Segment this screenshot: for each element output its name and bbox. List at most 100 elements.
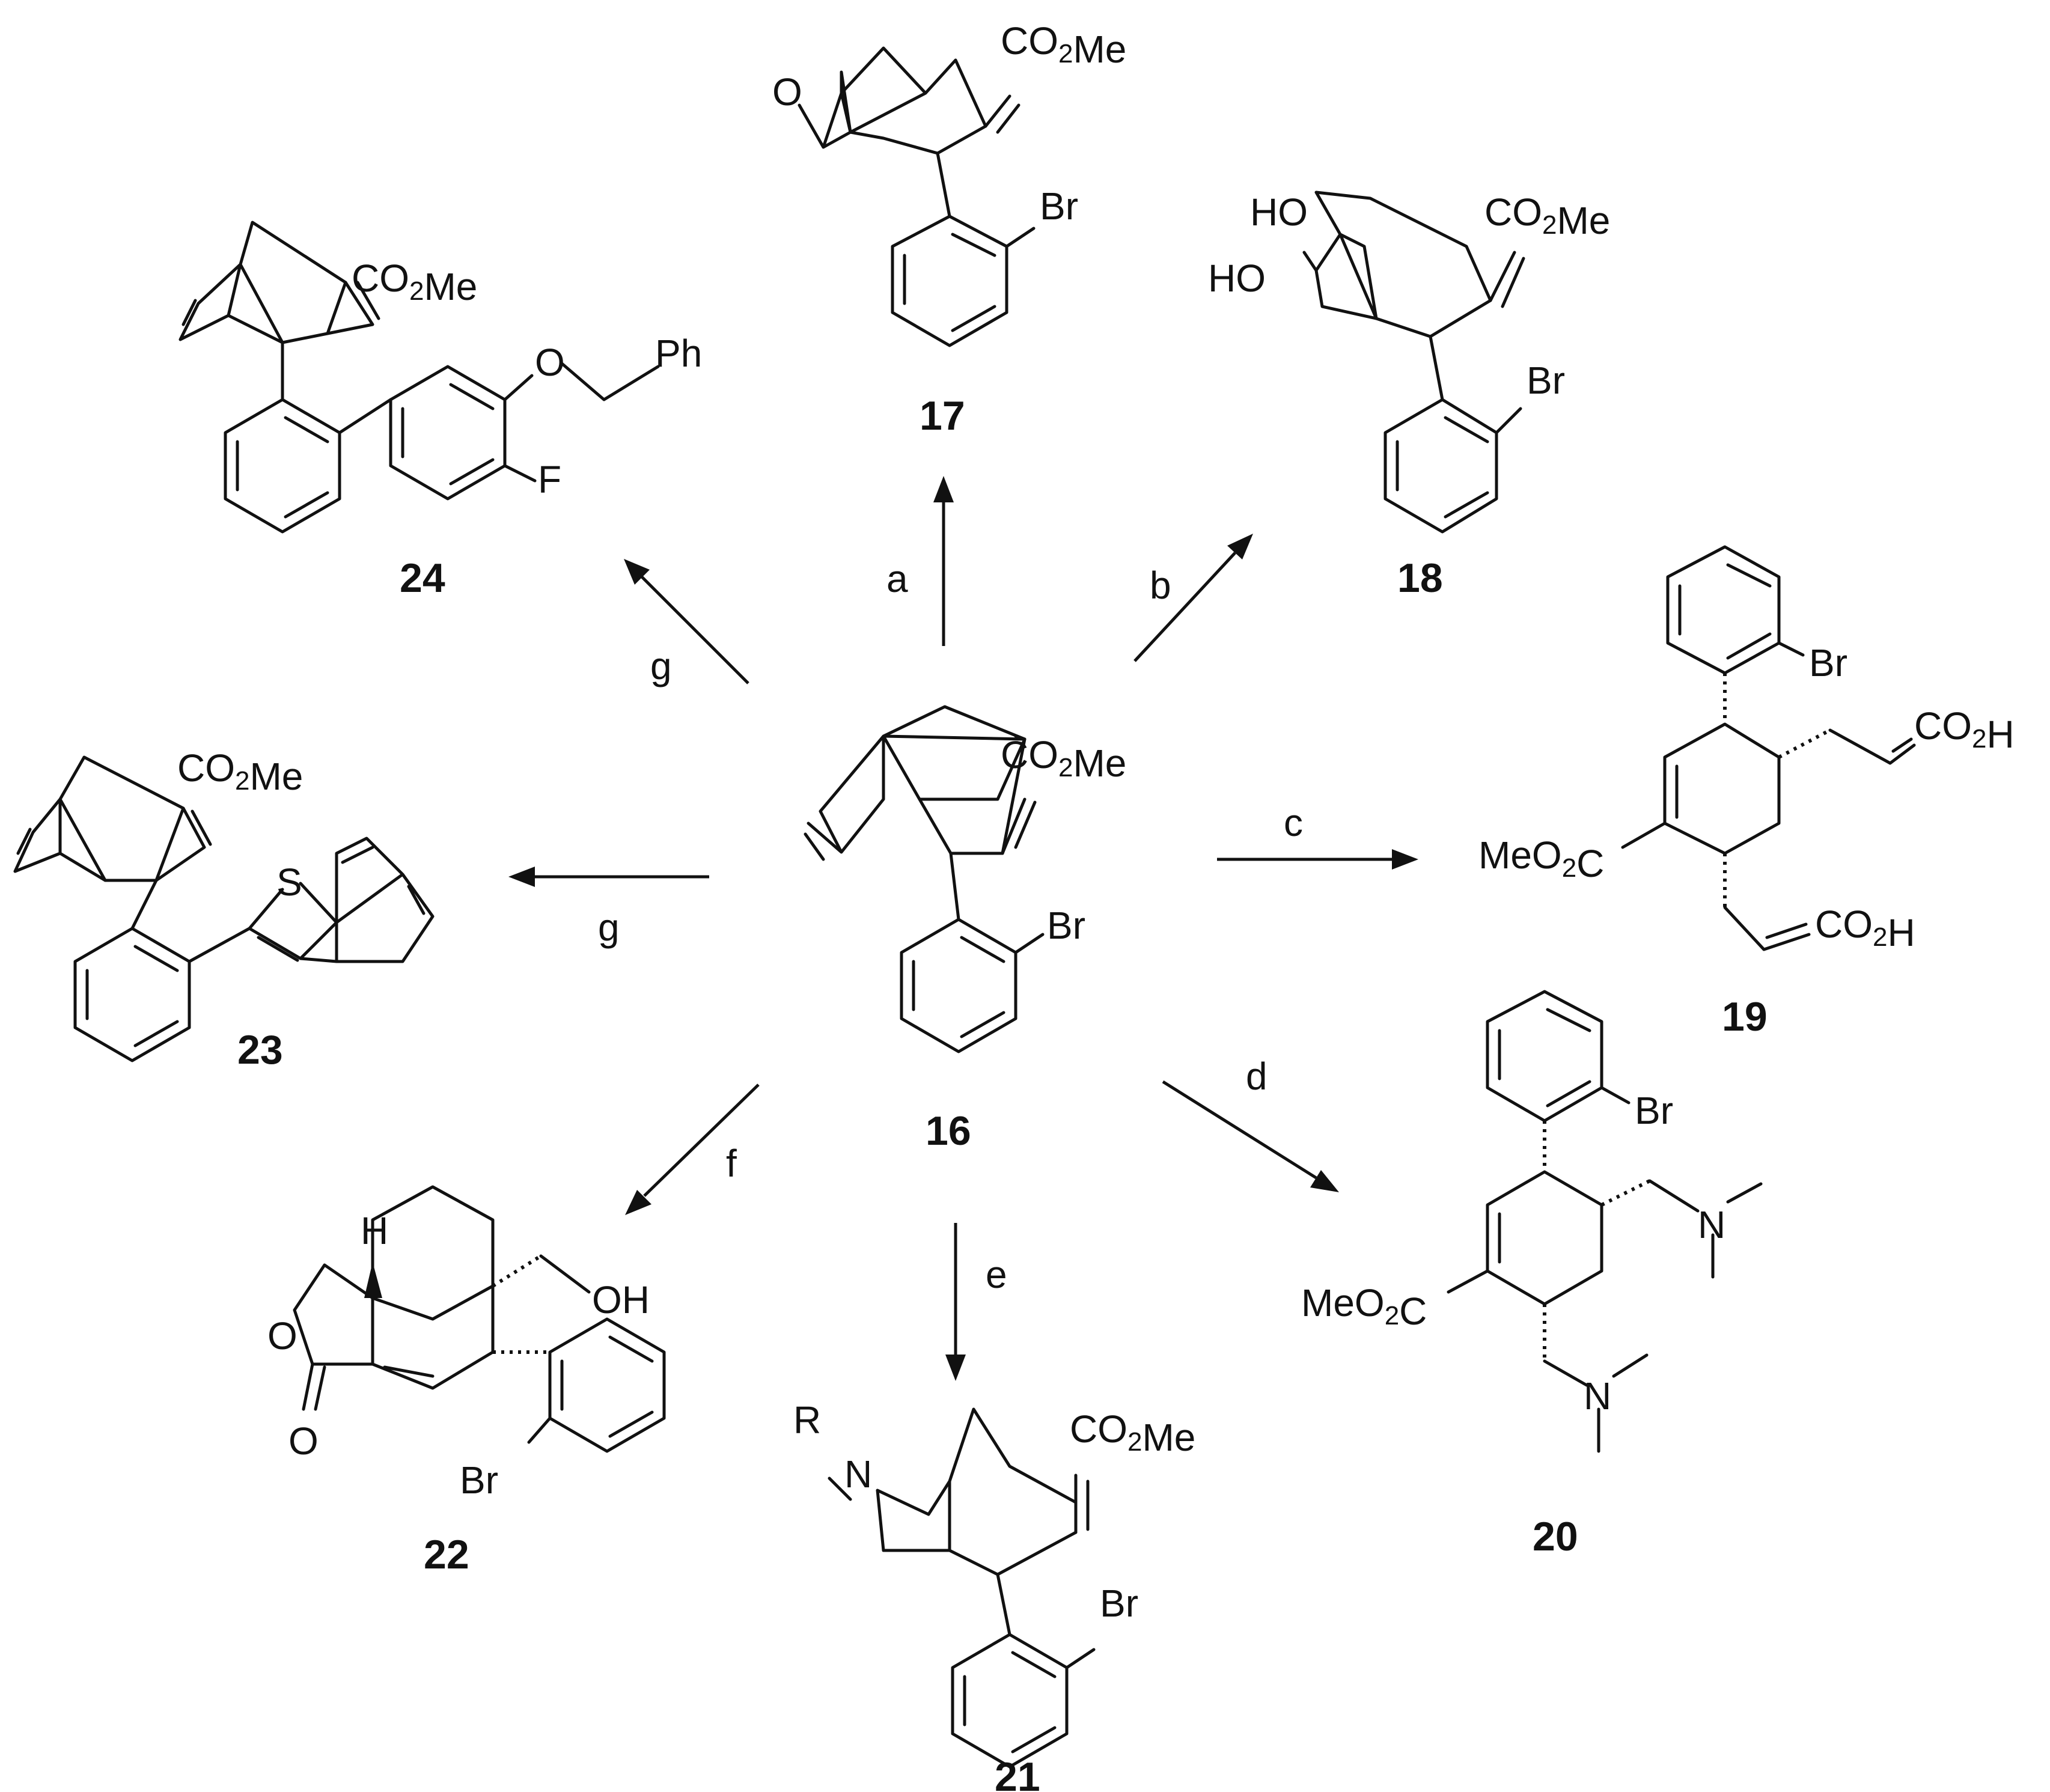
c22-hydrogen-label: H [361, 1209, 388, 1252]
compound-16: CO2Me Br 16 [804, 705, 1126, 1154]
c21-br-bond [1065, 1648, 1096, 1669]
c20-ester-label: MeO2C [1301, 1281, 1427, 1333]
c19-br-label: Br [1809, 641, 1847, 684]
c20-br-bond [1600, 1086, 1631, 1105]
c20-amine-1-hash [1600, 1179, 1651, 1207]
c20-amine-1 [1648, 1179, 1763, 1279]
c19-acid-2-label: CO2H [1815, 903, 1915, 954]
arrow-d [1162, 1080, 1339, 1192]
c17-aryl-bond [936, 151, 951, 218]
condition-e: e [986, 1253, 1007, 1296]
c19-acrylate-1 [1828, 728, 1916, 765]
c22-benzene [548, 1317, 666, 1453]
c17-oxygen-label: O [772, 70, 802, 114]
c24-alkene [326, 281, 380, 335]
arrow-f [625, 1083, 760, 1215]
c21-br-label: Br [1100, 1582, 1138, 1625]
arrow-g-left [508, 867, 709, 887]
c23-ester-label: CO2Me [177, 746, 303, 798]
c22-label: 22 [424, 1532, 469, 1577]
c23-thiophene-link [188, 927, 251, 963]
c18-aryl-bond [1429, 335, 1444, 401]
c18-alkene [1489, 251, 1525, 308]
compound-21: R N CO2Me Br 21 [793, 1398, 1195, 1792]
c16-br-label: Br [1047, 904, 1085, 947]
c16-br-bond [1014, 933, 1045, 954]
c23-benzene [73, 927, 191, 1062]
c23-label: 23 [237, 1027, 283, 1073]
c20-amine-1-label: N [1698, 1203, 1725, 1246]
arrow-e [945, 1223, 966, 1381]
c21-ester-label: CO2Me [1070, 1407, 1195, 1459]
arrow-c [1217, 849, 1418, 870]
c21-r-label: R [793, 1398, 821, 1442]
c21-aryl-bond [996, 1573, 1011, 1636]
c18-hydroxy-1-label: HO [1250, 190, 1308, 234]
compound-24: CO2Me O Ph F 24 [178, 221, 702, 601]
c19-cyclohexene [1663, 722, 1781, 855]
c21-label: 21 [995, 1754, 1040, 1792]
c18-br-label: Br [1527, 359, 1565, 402]
c16-bicycle-bonds [804, 705, 1027, 861]
compound-19: Br CO2H MeO2C CO2H 19 [1478, 545, 2015, 1040]
c20-br-label: Br [1635, 1089, 1673, 1132]
c20-label: 20 [1533, 1514, 1578, 1559]
compound-20: Br N MeO2C N 20 [1301, 990, 1763, 1559]
c24-benzene-1 [224, 398, 341, 534]
c20-ester-bond [1447, 1269, 1489, 1294]
c19-acrylate-2 [1723, 906, 1811, 951]
c23-sulfur-label: S [276, 861, 302, 904]
compound-18: HO HO CO2Me Br 18 [1208, 190, 1610, 601]
c16-ester-bond [1014, 734, 1027, 741]
arrow-b [1133, 534, 1253, 662]
condition-a: a [886, 557, 908, 600]
c18-br-bond [1495, 407, 1522, 434]
compound-23: S CO2Me 23 [13, 746, 435, 1073]
c24-fluorine-label: F [538, 458, 561, 501]
c22-ring-bonds [293, 1185, 495, 1390]
arrow-g-upper [624, 559, 749, 684]
c19-benzene [1666, 545, 1781, 675]
c20-cyclohexene [1486, 1170, 1603, 1306]
c21-amine-label: N [844, 1452, 872, 1496]
c17-benzene [891, 215, 1008, 347]
c20-amine-2-label: N [1584, 1374, 1611, 1418]
arrow-a [933, 476, 954, 646]
c22-br-label: Br [460, 1458, 498, 1502]
condition-c: c [1284, 801, 1303, 844]
c19-ester-bond [1621, 821, 1667, 849]
compound-22: H O O OH Br 22 [267, 1185, 666, 1577]
condition-d: d [1246, 1055, 1268, 1098]
reaction-arrows [508, 476, 1418, 1381]
c18-label: 18 [1397, 555, 1443, 601]
c21-alkene [1074, 1474, 1090, 1534]
c22-br-bond [527, 1416, 552, 1444]
c23-aryl-bond [130, 879, 158, 930]
c24-ether [503, 362, 660, 401]
c19-label: 19 [1722, 994, 1768, 1040]
c19-ester-label: MeO2C [1478, 834, 1604, 885]
c24-ester-label: CO2Me [352, 257, 477, 308]
c18-bicycle-bonds [1302, 190, 1492, 338]
c20-benzene [1486, 990, 1603, 1123]
c16-aryl-bond [949, 852, 960, 921]
c17-label: 17 [920, 393, 965, 439]
c17-br-bond [1005, 227, 1036, 248]
compound-17: O CO2Me Br 17 [772, 19, 1126, 439]
c19-acid-1-label: CO2H [1914, 704, 2015, 756]
c22-carbonyl [302, 1362, 326, 1411]
c19-acrylate-1-hash [1778, 728, 1831, 759]
c23-bicycle-bonds [13, 755, 185, 882]
c18-benzene [1383, 398, 1498, 534]
c20-amine-2 [1543, 1353, 1649, 1453]
condition-g-left: g [598, 906, 620, 949]
c21-benzene [951, 1633, 1069, 1769]
c24-label: 24 [400, 555, 445, 601]
c22-ring-oxygen-label: O [267, 1314, 297, 1358]
condition-g-upper: g [650, 644, 672, 687]
c17-alkene [984, 94, 1020, 134]
c18-ester-label: CO2Me [1484, 190, 1610, 242]
c24-benzene-2 [389, 365, 507, 501]
condition-b: b [1150, 564, 1171, 607]
